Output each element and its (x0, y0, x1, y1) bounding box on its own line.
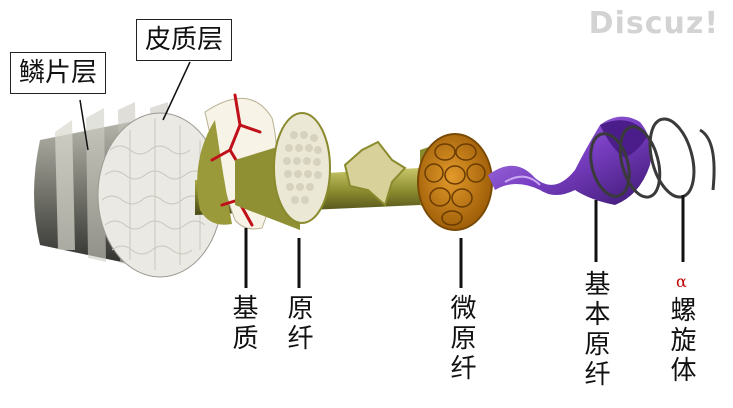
microfibril-cross-section (417, 133, 493, 231)
macrofibril-cross-section (235, 112, 331, 230)
alpha-symbol: α (676, 272, 687, 291)
macrofibril-label: 原纤 (283, 294, 313, 354)
scale-layer-callout: 鳞片层 (10, 52, 107, 94)
cortex-layer-callout: 皮质层 (136, 19, 233, 61)
fibril-connector (343, 140, 407, 207)
label-leader-lines (244, 195, 685, 288)
watermark: Discuz! (588, 6, 719, 41)
helix-label: 螺旋体 (666, 296, 696, 386)
microfibril-label: 微原纤 (446, 294, 476, 384)
protofibril-label: 基本原纤 (580, 270, 610, 390)
protofibril-ribbon (488, 116, 652, 205)
callout-pointers (79, 61, 191, 151)
matrix-label: 基质 (228, 294, 258, 354)
